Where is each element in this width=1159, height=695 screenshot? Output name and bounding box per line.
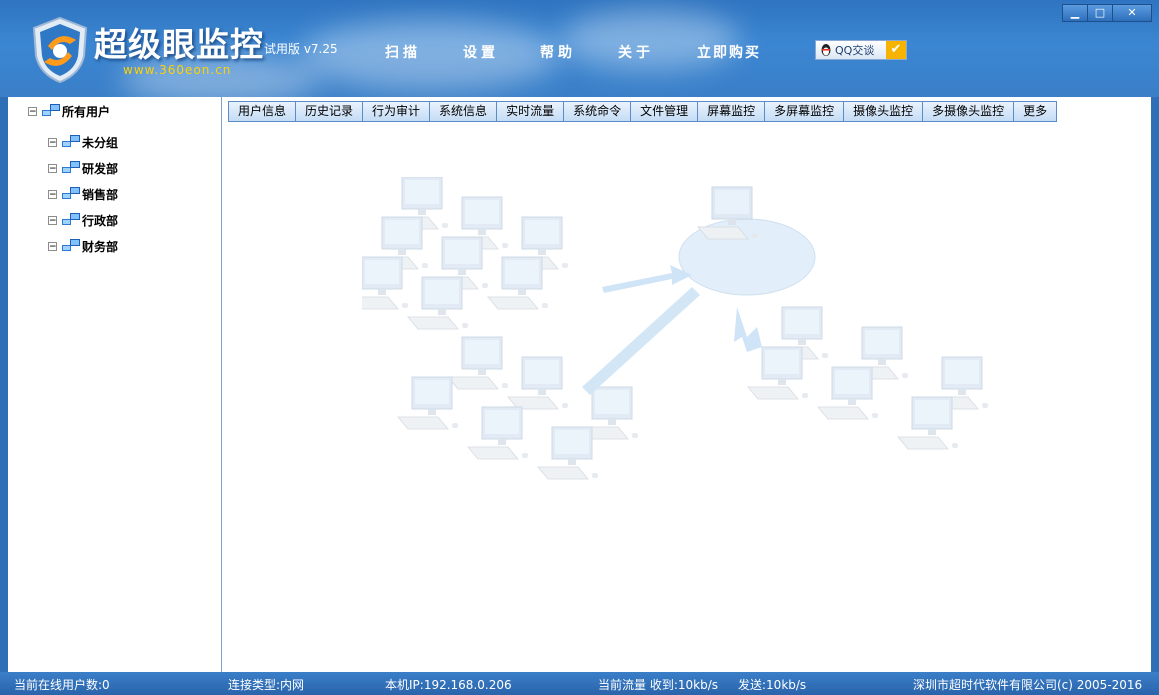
- collapse-toggle[interactable]: −: [48, 241, 57, 252]
- local-ip: 本机IP:192.168.0.206: [385, 678, 512, 692]
- collapse-toggle[interactable]: −: [48, 163, 57, 174]
- maximize-button[interactable]: □: [1087, 4, 1113, 22]
- collapse-toggle[interactable]: −: [48, 215, 57, 226]
- check-badge-icon: ✔: [886, 41, 906, 59]
- user-group-tree: − 所有用户 − 未分组 − 研发部 − 销售部 −: [8, 97, 222, 672]
- online-users-count: 当前在线用户数:0: [14, 678, 110, 692]
- computer-network-icon: [42, 104, 60, 116]
- tree-root-label: 所有用户: [62, 104, 111, 119]
- app-brand: 超级眼监控: [94, 25, 264, 64]
- tab-system-command[interactable]: 系统命令: [563, 101, 632, 122]
- tree-group-sales[interactable]: − 销售部: [48, 185, 118, 203]
- tree-root-all-users[interactable]: − 所有用户: [28, 102, 110, 120]
- tree-group-finance[interactable]: − 财务部: [48, 237, 118, 255]
- minimize-button[interactable]: ▁: [1062, 4, 1088, 22]
- computer-network-icon: [62, 213, 80, 225]
- tab-behavior-audit[interactable]: 行为审计: [362, 101, 431, 122]
- tab-screen-monitor[interactable]: 屏幕监控: [697, 101, 766, 122]
- tab-user-info[interactable]: 用户信息: [228, 101, 297, 122]
- tab-more[interactable]: 更多: [1013, 101, 1058, 122]
- tab-system-info[interactable]: 系统信息: [429, 101, 498, 122]
- shield-logo-icon: [32, 16, 88, 84]
- network-illustration: [362, 177, 989, 480]
- traffic-received: 当前流量 收到:10kb/s: [598, 678, 718, 692]
- qq-chat-label: QQ交谈: [835, 44, 875, 57]
- nav-about[interactable]: 关于: [618, 45, 654, 61]
- tree-group-label: 研发部: [82, 161, 119, 176]
- tree-group-ungrouped[interactable]: − 未分组: [48, 133, 118, 151]
- status-bar: 当前在线用户数:0 连接类型:内网 本机IP:192.168.0.206 当前流…: [0, 672, 1159, 695]
- traffic-sent: 发送:10kb/s: [738, 678, 807, 692]
- tab-multi-screen-monitor[interactable]: 多屏幕监控: [764, 101, 845, 122]
- collapse-toggle[interactable]: −: [48, 137, 57, 148]
- tab-realtime-traffic[interactable]: 实时流量: [496, 101, 565, 122]
- computer-network-icon: [62, 135, 80, 147]
- connection-type: 连接类型:内网: [228, 678, 305, 692]
- copyright-label: 深圳市超时代软件有限公司(c) 2005-2016: [913, 678, 1143, 692]
- tab-file-manager[interactable]: 文件管理: [630, 101, 699, 122]
- tab-multi-camera-monitor[interactable]: 多摄像头监控: [922, 101, 1015, 122]
- tab-camera-monitor[interactable]: 摄像头监控: [843, 101, 924, 122]
- title-bar: 超级眼监控 试用版 v7.25 www.360eon.cn 扫描 设置 帮助 关…: [0, 0, 1159, 97]
- qq-chat-button[interactable]: QQ交谈 ✔: [815, 40, 907, 60]
- close-button[interactable]: ✕: [1112, 4, 1152, 22]
- tree-group-rd[interactable]: − 研发部: [48, 159, 118, 177]
- function-tab-bar: 用户信息 历史记录 行为审计 系统信息 实时流量 系统命令 文件管理 屏幕监控 …: [228, 101, 1058, 122]
- nav-help[interactable]: 帮助: [540, 45, 576, 61]
- nav-buy-now[interactable]: 立即购买: [697, 45, 761, 61]
- tree-group-admin[interactable]: − 行政部: [48, 211, 118, 229]
- tab-history[interactable]: 历史记录: [295, 101, 364, 122]
- tree-group-label: 未分组: [82, 135, 119, 150]
- qq-penguin-icon: [821, 44, 831, 56]
- computer-network-icon: [62, 161, 80, 173]
- main-panel: 用户信息 历史记录 行为审计 系统信息 实时流量 系统命令 文件管理 屏幕监控 …: [222, 97, 1151, 672]
- collapse-toggle[interactable]: −: [28, 106, 37, 117]
- collapse-toggle[interactable]: −: [48, 189, 57, 200]
- version-label: 试用版 v7.25: [264, 42, 338, 56]
- nav-scan[interactable]: 扫描: [385, 45, 421, 61]
- nav-settings[interactable]: 设置: [463, 45, 499, 61]
- website-label: www.360eon.cn: [123, 63, 232, 77]
- computer-network-icon: [62, 187, 80, 199]
- tree-group-label: 行政部: [82, 213, 119, 228]
- computer-network-icon: [62, 239, 80, 251]
- tree-group-label: 财务部: [82, 239, 119, 254]
- tree-group-label: 销售部: [82, 187, 119, 202]
